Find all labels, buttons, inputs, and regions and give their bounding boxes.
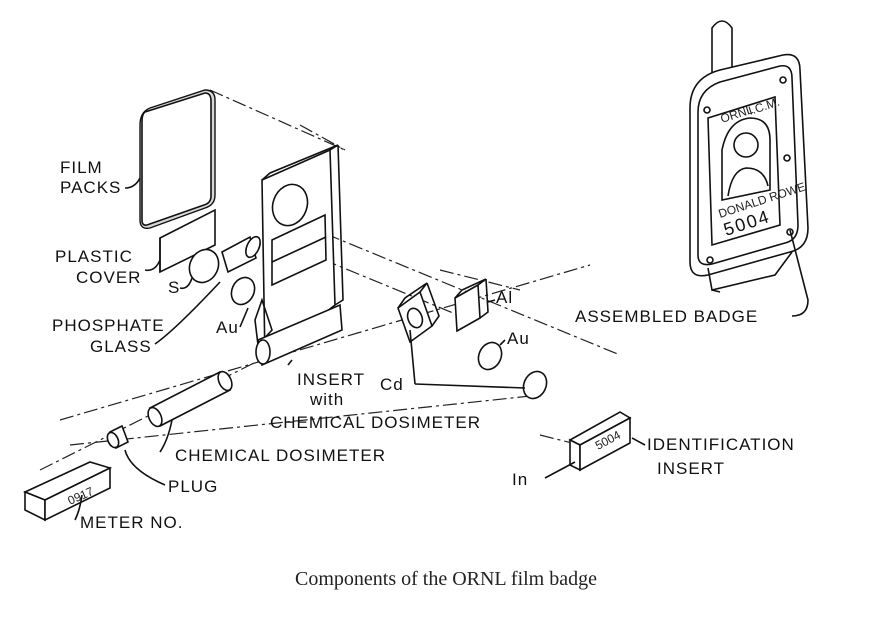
label-identification-line1: IDENTIFICATION (647, 435, 795, 454)
assembled-badge: ORNL I.C.M. DONALD ROWE 5004 (689, 20, 809, 293)
meter-number-block: 0917 (22, 461, 113, 522)
labels: FILM PACKS PLASTIC COVER S PHOSPHATE GLA… (52, 158, 795, 532)
label-insert-line1: INSERT (297, 370, 365, 389)
label-au-right: Au (507, 329, 530, 348)
label-s: S (168, 278, 180, 297)
label-insert-line3: CHEMICAL DOSIMETER (270, 413, 481, 432)
label-assembled-badge: ASSEMBLED BADGE (575, 307, 758, 326)
label-plug: PLUG (168, 477, 218, 496)
label-plastic-cover-line2: COVER (76, 268, 141, 287)
label-plastic-cover-line1: PLASTIC (55, 247, 133, 266)
label-film-packs-line2: PACKS (60, 178, 121, 197)
label-identification-line2: INSERT (657, 459, 725, 478)
figure-caption: Components of the ORNL film badge (295, 568, 597, 590)
label-film-packs-line1: FILM (60, 158, 103, 177)
s-filter-disk (188, 235, 261, 284)
cadmium-disk (522, 370, 548, 400)
cadmium-filter-box (397, 282, 440, 344)
chemical-dosimeter-tube (147, 370, 233, 428)
aluminum-filter-block (454, 278, 489, 333)
label-al: Al (496, 288, 513, 307)
badge-insert-frame (254, 144, 344, 367)
leader-lines (74, 177, 809, 521)
label-au-left: Au (216, 318, 239, 337)
plug (106, 424, 130, 450)
label-cd: Cd (380, 375, 404, 394)
label-meter-no: METER NO. (80, 513, 183, 532)
label-chemical-dosimeter: CHEMICAL DOSIMETER (175, 446, 386, 465)
label-in: In (512, 470, 528, 489)
label-phosphate-glass-line2: GLASS (90, 337, 152, 356)
gold-disk-right (477, 341, 503, 371)
identification-insert-block: 5004 (568, 411, 632, 472)
gold-disk-left (230, 276, 256, 306)
label-insert-line2: with (309, 390, 344, 409)
label-phosphate-glass-line1: PHOSPHATE (52, 316, 165, 335)
film-packs (139, 89, 216, 230)
